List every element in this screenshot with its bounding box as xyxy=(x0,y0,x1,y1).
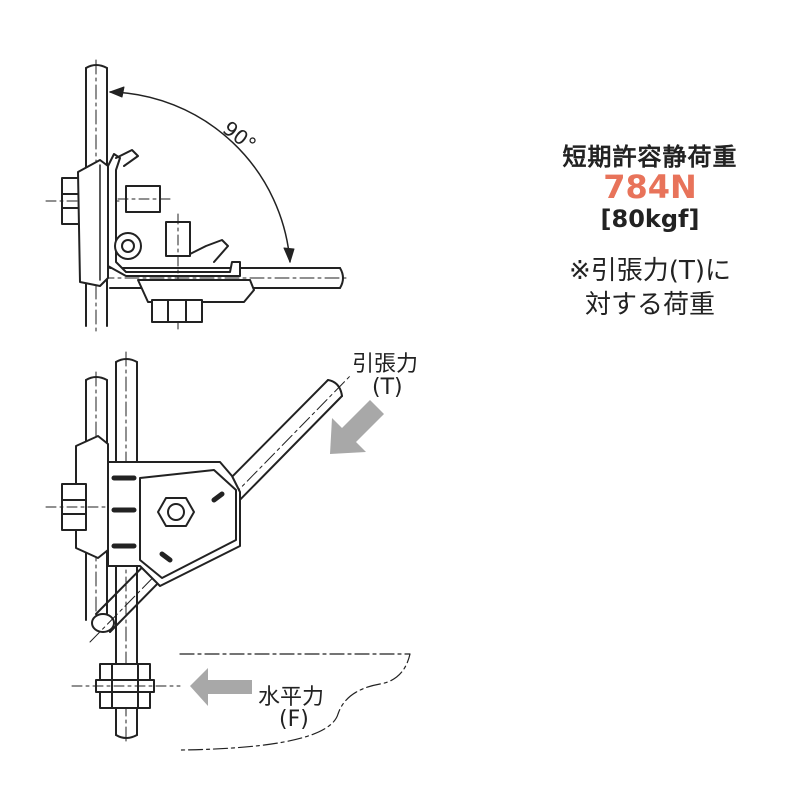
bottom-clamp-view xyxy=(45,351,384,746)
tension-arrow xyxy=(330,400,384,454)
horizontal-force-label: 水平力 xyxy=(258,685,325,710)
spec-note-line2: 対する荷重 xyxy=(584,290,715,320)
ground-section xyxy=(179,653,411,751)
bottom-clamp-body xyxy=(45,435,241,587)
spec-title: 短期許容静荷重 xyxy=(562,143,738,171)
horizontal-force-detail xyxy=(71,653,411,751)
horizontal-force-arrow xyxy=(190,668,252,706)
spec-value: 784N xyxy=(603,168,697,206)
bolt-stack xyxy=(71,663,181,709)
spec-value-kgf: [80kgf] xyxy=(600,205,700,233)
top-clamp-body xyxy=(77,149,255,331)
tension-symbol: (T) xyxy=(372,375,403,400)
tension-label: 引張力 xyxy=(352,352,419,377)
horizontal-force-symbol: (F) xyxy=(279,707,309,732)
top-clamp-view xyxy=(45,59,351,333)
spec-note-line1: ※引張力(T)に xyxy=(569,256,731,286)
angle-indicator xyxy=(109,86,295,263)
